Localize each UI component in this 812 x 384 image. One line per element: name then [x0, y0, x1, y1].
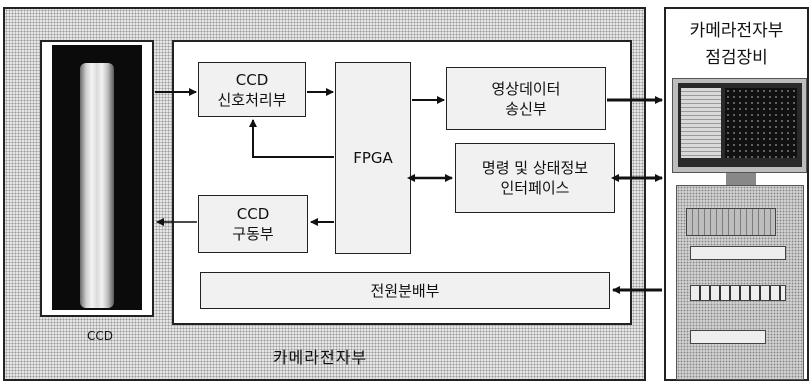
arrow-fpga-to-signal-control	[253, 120, 334, 157]
